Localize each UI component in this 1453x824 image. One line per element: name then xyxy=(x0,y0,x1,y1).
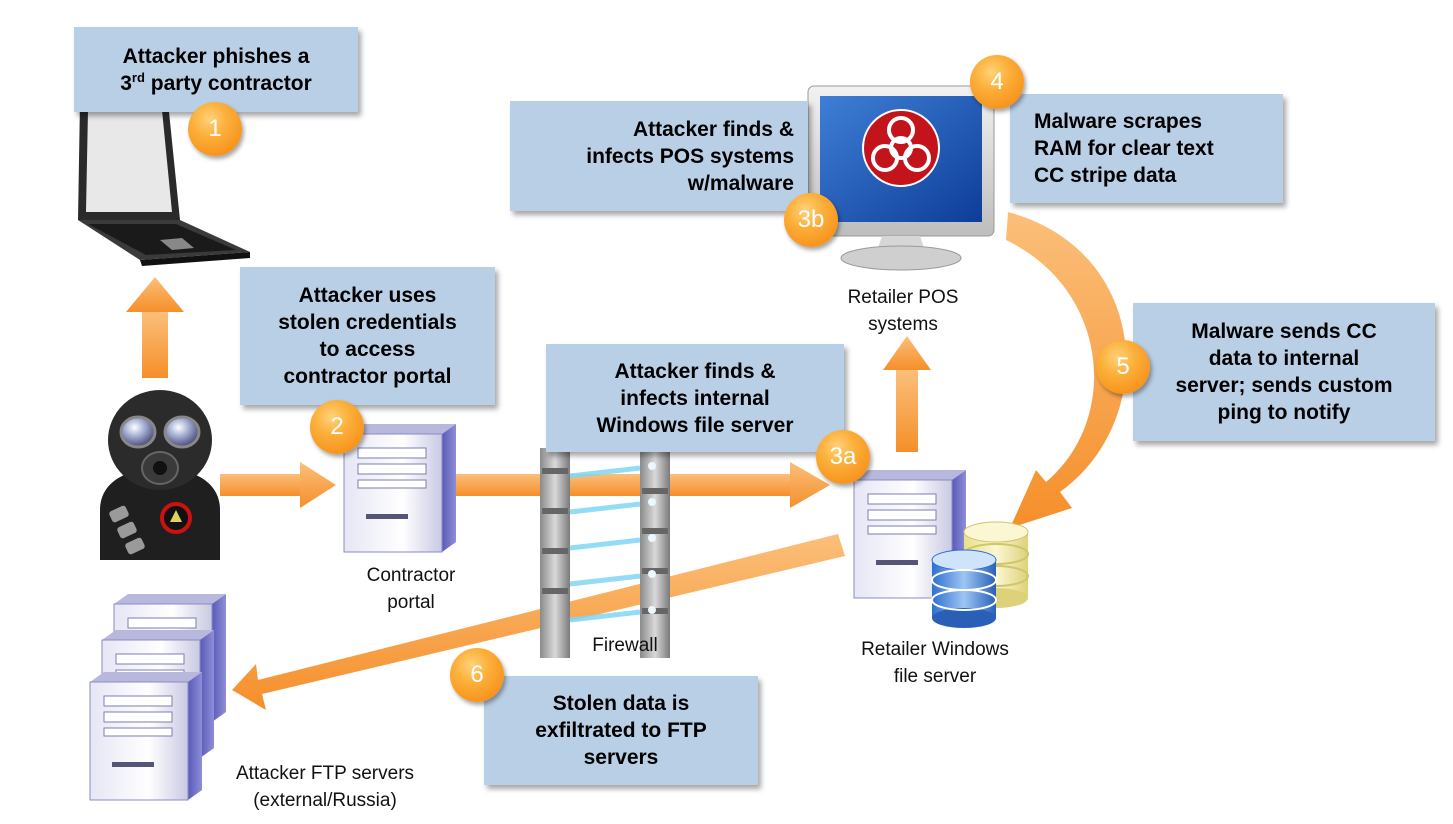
arrow-exfiltration xyxy=(232,534,845,710)
arrow-attacker-to-portal xyxy=(220,462,336,508)
server-tower-icon xyxy=(343,423,457,553)
arrow-attacker-to-laptop xyxy=(126,277,184,378)
step-6-badge: 6 xyxy=(450,648,504,702)
pos-label: Retailer POS systems xyxy=(847,287,959,335)
step-1-badge: 1 xyxy=(188,102,242,156)
laptop-icon xyxy=(78,102,250,266)
step-4-box: Malware scrapes RAM for clear text CC st… xyxy=(1010,94,1283,203)
step-1-box: Attacker phishes a 3rd party contractor xyxy=(74,27,358,112)
contractor-portal-label: Contractor portal xyxy=(366,565,456,613)
step-3a-text: Attacker finds & infects internal Window… xyxy=(596,359,794,437)
database-icon xyxy=(931,549,997,628)
arrow-pos-to-fileserver-curved xyxy=(1006,212,1127,528)
step-3a-box: Attacker finds & infects internal Window… xyxy=(546,344,844,452)
step-3a-badge: 3a xyxy=(816,430,870,484)
step-2-box: Attacker uses stolen credentials to acce… xyxy=(240,267,495,405)
firewall-label: Firewall xyxy=(592,635,658,656)
step-4-badge: 4 xyxy=(970,55,1024,109)
step-5-text: Malware sends CC data to internal server… xyxy=(1175,320,1393,424)
step-6-text: Stolen data is exfiltrated to FTP server… xyxy=(535,692,707,769)
step-4-text: Malware scrapes RAM for clear text CC st… xyxy=(1034,110,1214,187)
step-5-badge: 5 xyxy=(1096,340,1150,394)
hacker-gasmask-icon xyxy=(100,390,220,560)
monitor-biohazard-icon xyxy=(807,85,995,271)
step-3b-text: Attacker finds & infects POS systems w/m… xyxy=(586,117,794,195)
ftp-servers-label: Attacker FTP servers (external/Russia) xyxy=(235,763,415,811)
step-2-badge: 2 xyxy=(310,400,364,454)
step-2-text: Attacker uses stolen credentials to acce… xyxy=(278,284,457,388)
step-1-text: Attacker phishes a 3rd party contractor xyxy=(120,44,312,95)
firewall-icon xyxy=(540,448,670,658)
step-3b-box: Attacker finds & infects POS systems w/m… xyxy=(510,101,808,211)
server-tower-icon xyxy=(89,671,203,801)
arrow-portal-to-fileserver xyxy=(453,462,830,508)
step-5-box: Malware sends CC data to internal server… xyxy=(1133,303,1435,441)
step-6-box: Stolen data is exfiltrated to FTP server… xyxy=(484,676,758,785)
file-server-label: Retailer Windows file server xyxy=(861,639,1009,687)
arrow-fileserver-to-pos xyxy=(883,336,931,452)
step-3b-badge: 3b xyxy=(784,193,838,247)
